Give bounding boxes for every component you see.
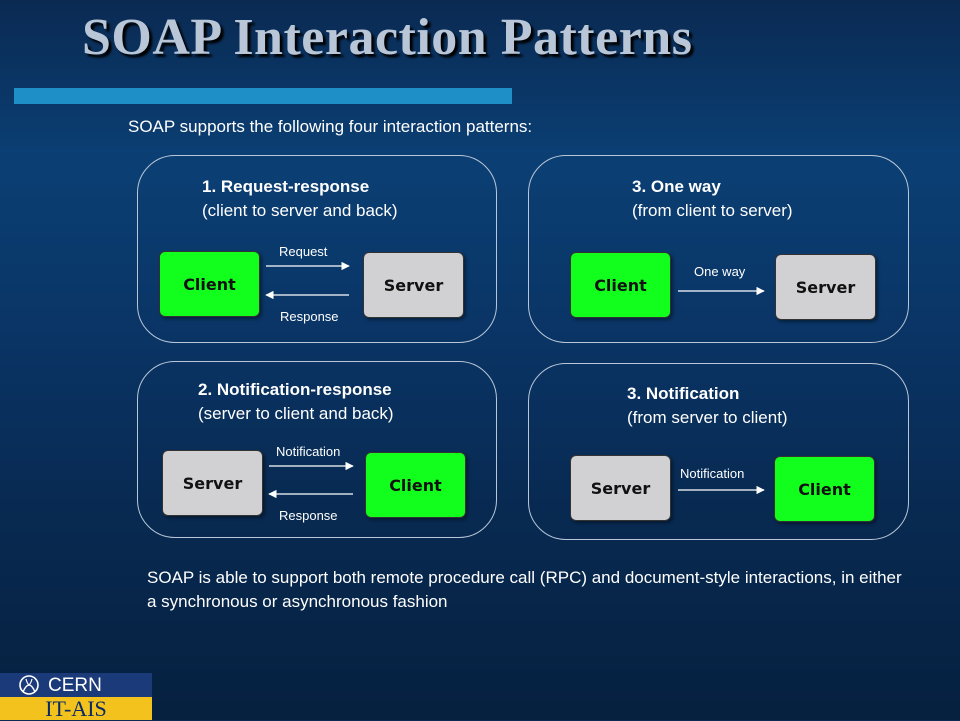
server-box: Server	[363, 252, 464, 318]
request-arrow-label: Request	[279, 244, 328, 259]
cern-label: CERN	[48, 675, 102, 696]
client-box: Client	[570, 252, 671, 318]
cern-logo-icon	[19, 675, 39, 695]
pattern-name: 3. Notification	[627, 384, 740, 403]
server-box: Server	[570, 455, 671, 521]
pattern-description: (server to client and back)	[198, 404, 394, 423]
client-box: Client	[365, 452, 466, 518]
client-box: Client	[774, 456, 875, 522]
panel-notification-response-title: 2. Notification-response (server to clie…	[198, 378, 394, 426]
server-box: Server	[775, 254, 876, 320]
pattern-description: (from server to client)	[627, 408, 788, 427]
notification-arrow-label: Notification	[680, 466, 745, 481]
one-way-arrow-label: One way	[694, 264, 746, 279]
pattern-name: 1. Request-response	[202, 177, 370, 196]
notification-arrow-label: Notification	[276, 444, 341, 459]
pattern-description: (from client to server)	[632, 201, 793, 220]
panel-request-response	[137, 155, 497, 343]
client-box: Client	[159, 251, 260, 317]
panel-notification	[528, 363, 909, 540]
pattern-description: (client to server and back)	[202, 201, 398, 220]
panel-one-way	[528, 155, 909, 343]
response-arrow-label: Response	[280, 309, 339, 324]
outro-text: SOAP is able to support both remote proc…	[147, 568, 902, 611]
intro-text: SOAP supports the following four interac…	[128, 117, 533, 136]
panel-request-response-title: 1. Request-response (client to server an…	[202, 175, 398, 223]
panel-notification-title: 3. Notification (from server to client)	[627, 382, 788, 430]
panel-one-way-title: 3. One way (from client to server)	[632, 175, 793, 223]
title-underline-bar	[14, 88, 512, 104]
it-ais-label: IT-AIS	[0, 697, 152, 720]
cern-footer: CERN	[0, 673, 152, 697]
page-title: SOAP Interaction Patterns	[82, 9, 693, 66]
pattern-name: 3. One way	[632, 177, 721, 196]
server-box: Server	[162, 450, 263, 516]
pattern-name: 2. Notification-response	[198, 380, 392, 399]
panel-notification-response	[137, 361, 497, 538]
response-arrow-label: Response	[279, 508, 338, 523]
